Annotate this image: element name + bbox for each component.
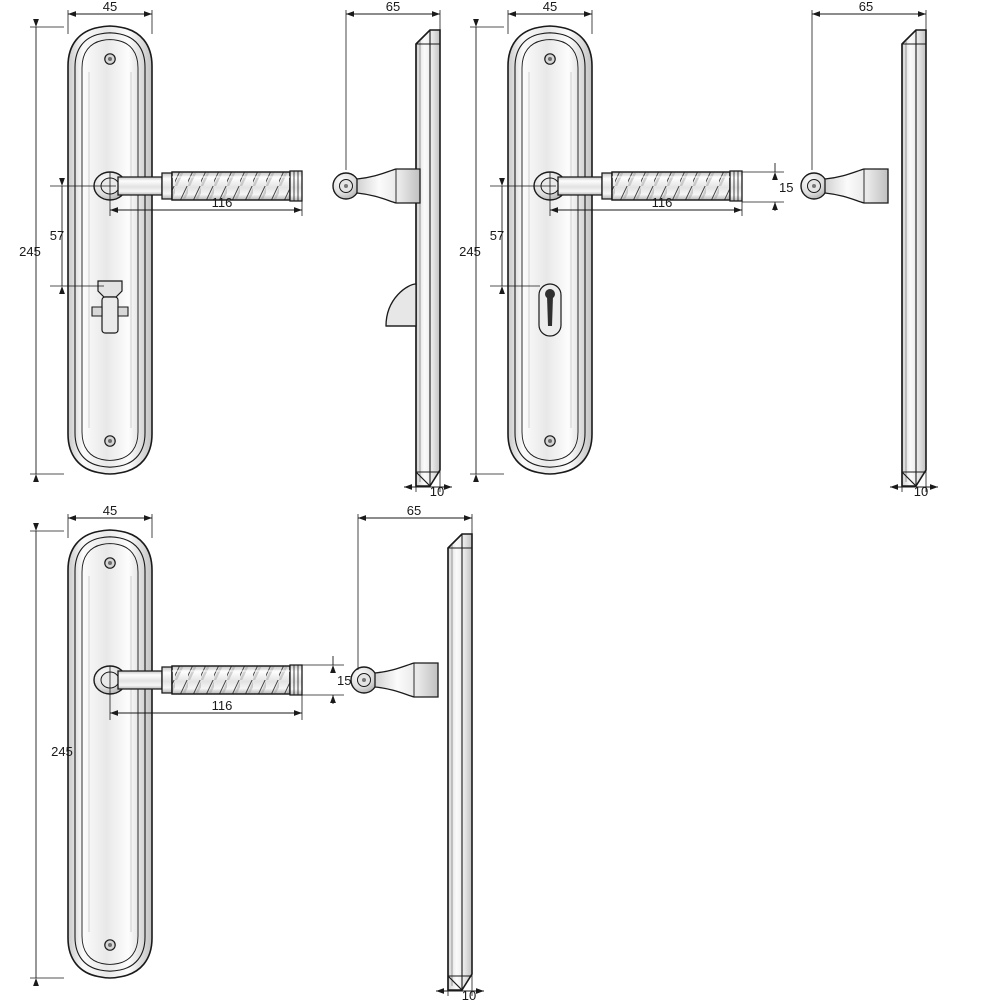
dim-v2-thickness: 10 [890, 470, 938, 499]
view-3-front: 45 245 116 15 [30, 503, 351, 986]
dim-label-v3-depth: 65 [407, 503, 421, 518]
dim-v2-height: 245 [459, 19, 504, 482]
dim-v2-center: 57 [490, 178, 556, 294]
dim-label-v2-height: 245 [459, 244, 481, 259]
dim-v3-lever: 116 [109, 666, 303, 720]
dim-v2-width: 45 [507, 0, 593, 34]
dim-v1-lever: 116 [109, 172, 303, 216]
dim-label-v3-lever: 116 [212, 698, 233, 713]
dim-label-v1-width: 45 [103, 0, 117, 14]
dim-label-v1-thickness: 10 [430, 484, 444, 499]
dim-v2-depth: 65 [811, 0, 927, 170]
dim-label-v3-lever-thickness: 15 [337, 673, 351, 688]
dim-label-v3-thickness: 10 [462, 988, 476, 1000]
dim-v1-width: 45 [67, 0, 153, 34]
dim-v1-depth: 65 [345, 0, 441, 170]
thumbturn-front [91, 280, 129, 334]
keyhole [538, 283, 562, 337]
dim-label-v3-height: 245 [51, 744, 73, 759]
dim-label-v1-height: 245 [19, 244, 41, 259]
dim-label-v3-width: 45 [103, 503, 117, 518]
dim-v1-height: 245 [19, 19, 64, 482]
dim-label-v2-depth: 65 [859, 0, 873, 14]
dim-v1-thickness: 10 [404, 470, 452, 499]
dim-label-v2-center: 57 [490, 228, 504, 243]
view-1-front: 45 245 57 116 [19, 0, 303, 482]
dim-label-v1-center: 57 [50, 228, 64, 243]
dim-label-v1-lever: 116 [212, 195, 233, 210]
dim-label-v2-thickness: 10 [914, 484, 928, 499]
thumbturn-side [385, 283, 417, 327]
dim-v3-depth: 65 [357, 503, 473, 670]
dim-label-v2-lever-thickness: 15 [779, 180, 793, 195]
dim-v3-lever-thickness: 15 [302, 656, 351, 704]
view-3-side: 65 10 [350, 503, 484, 1000]
view-2-front: 45 245 57 116 15 [459, 0, 793, 482]
dim-v3-height: 245 [30, 523, 73, 986]
dim-v3-thickness: 10 [436, 974, 484, 1000]
view-1-side: 65 10 [332, 0, 452, 499]
dim-v2-lever-thickness: 15 [742, 163, 793, 211]
view-2-side: 65 10 [800, 0, 938, 499]
dim-label-v2-lever: 116 [652, 195, 673, 210]
dim-v1-center: 57 [50, 178, 116, 294]
dim-label-v1-depth: 65 [386, 0, 400, 14]
dim-label-v2-width: 45 [543, 0, 557, 14]
dim-v3-width: 45 [67, 503, 153, 538]
dim-v2-lever: 116 [549, 172, 743, 216]
